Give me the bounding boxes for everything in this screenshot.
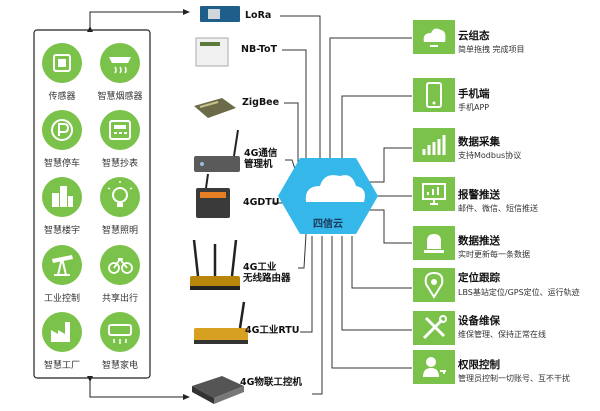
capability-title-data-push: 数据推送 bbox=[458, 235, 500, 247]
dtu-icon bbox=[196, 173, 230, 218]
app-label-appliance: 智慧家电 bbox=[101, 361, 138, 371]
app-label-shared-mobility: 共享出行 bbox=[101, 294, 138, 304]
bar-chart-icon bbox=[413, 128, 455, 162]
capability-desc-maintenance: 维保管理、保持正常在线 bbox=[458, 330, 546, 339]
app-label-parking: 智慧停车 bbox=[43, 159, 80, 169]
panel-link-arrows bbox=[89, 11, 186, 398]
meter-reading-icon bbox=[100, 110, 140, 150]
rtu-icon bbox=[194, 301, 248, 344]
app-label-smoke-detector: 智慧烟感器 bbox=[97, 92, 143, 102]
tools-icon bbox=[413, 311, 455, 345]
bicycle-icon bbox=[100, 245, 140, 285]
smoke-detector-icon bbox=[100, 43, 140, 83]
capability-desc-permissions: 管理员控制一切账号、互不干扰 bbox=[458, 374, 570, 383]
cloud-label: 四信云 bbox=[313, 219, 343, 230]
capability-title-maintenance: 设备维保 bbox=[458, 315, 500, 327]
capability-title-location: 定位跟踪 bbox=[458, 272, 500, 284]
parking-icon bbox=[42, 110, 82, 150]
monitor-chart-icon bbox=[413, 177, 455, 211]
capability-title-alarm-push: 报警推送 bbox=[458, 189, 500, 201]
app-label-factory: 智慧工厂 bbox=[43, 361, 80, 371]
app-label-building: 智慧楼宇 bbox=[43, 226, 80, 236]
device-label-comm-manager: 4G通信 管理机 bbox=[244, 148, 278, 170]
capability-desc-location: LBS基站定位/GPS定位、运行轨迹 bbox=[458, 288, 580, 297]
capability-desc-alarm-push: 邮件、微信、短信推送 bbox=[458, 204, 538, 213]
factory-icon bbox=[42, 312, 82, 352]
device-label-router: 4G工业 无线路由器 bbox=[243, 262, 291, 284]
device-icons-layer bbox=[190, 6, 248, 404]
router-icon bbox=[190, 239, 240, 290]
location-pin-icon bbox=[413, 268, 455, 302]
app-label-sensor: 传感器 bbox=[48, 92, 76, 102]
app-label-industrial-control: 工业控制 bbox=[43, 294, 80, 304]
capability-title-data-collection: 数据采集 bbox=[458, 136, 500, 148]
industrial-pc-icon bbox=[192, 376, 244, 404]
device-label-lora: LoRa bbox=[245, 10, 272, 21]
zigbee-module-icon bbox=[194, 98, 236, 118]
app-label-lighting: 智慧照明 bbox=[101, 226, 138, 236]
capability-desc-data-collection: 支持Modbus协议 bbox=[458, 151, 522, 160]
capability-icons-layer bbox=[413, 20, 455, 384]
capability-title-permissions: 权限控制 bbox=[458, 359, 500, 371]
capability-desc-mobile: 手机APP bbox=[458, 103, 490, 112]
capability-connectors bbox=[329, 37, 412, 369]
cloud-config-icon bbox=[413, 20, 455, 54]
cloud-icon bbox=[305, 175, 365, 202]
capability-desc-data-push: 实时更新每一条数据 bbox=[458, 250, 530, 259]
oil-pump-icon bbox=[42, 245, 82, 285]
app-icons-layer bbox=[42, 43, 140, 352]
building-icon bbox=[42, 177, 82, 217]
capability-title-cloud-config: 云组态 bbox=[458, 30, 490, 42]
user-key-icon bbox=[413, 350, 455, 384]
air-conditioner-icon bbox=[100, 312, 140, 352]
sensor-chip-icon bbox=[42, 43, 82, 83]
nb-module-icon bbox=[195, 37, 229, 67]
capability-desc-cloud-config: 简单拖拽 完成项目 bbox=[458, 45, 525, 54]
app-label-meter: 智慧抄表 bbox=[101, 159, 138, 169]
device-label-rtu: 4G工业RTU bbox=[245, 325, 300, 336]
device-label-industrial-pc: 4G物联工控机 bbox=[240, 377, 302, 388]
device-label-zigbee: ZigBee bbox=[242, 97, 280, 108]
comm-manager-icon bbox=[194, 129, 240, 172]
capability-title-mobile: 手机端 bbox=[458, 88, 490, 100]
device-label-nb: NB-ToT bbox=[241, 44, 277, 55]
arrow-heads bbox=[87, 9, 190, 400]
device-label-dtu: 4GDTU bbox=[243, 197, 280, 208]
lora-module-icon bbox=[200, 6, 240, 22]
smartphone-icon bbox=[413, 78, 455, 112]
light-bulb-icon bbox=[100, 177, 140, 217]
alarm-light-icon bbox=[413, 226, 455, 260]
